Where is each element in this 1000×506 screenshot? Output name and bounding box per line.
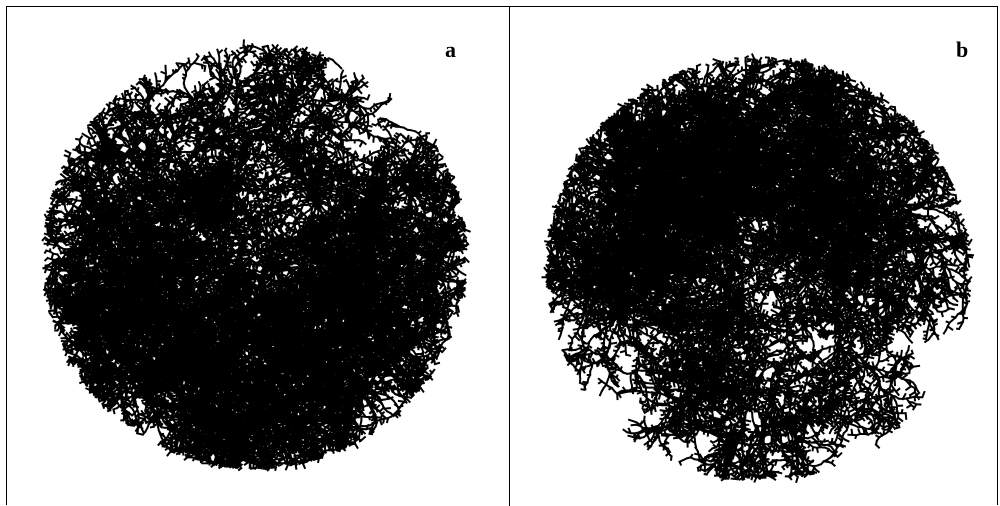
- figure-frame: a b: [6, 6, 998, 505]
- radial-dendrite-image: [7, 7, 509, 506]
- dendrite-branches: [43, 40, 470, 470]
- panel-label-a: a: [445, 37, 456, 63]
- panel-label-b: b: [956, 37, 968, 63]
- spiral-dendrite-image: [510, 7, 997, 506]
- dendrite-branches: [543, 54, 974, 482]
- panel-a: a: [7, 7, 510, 506]
- panel-b: b: [510, 7, 997, 506]
